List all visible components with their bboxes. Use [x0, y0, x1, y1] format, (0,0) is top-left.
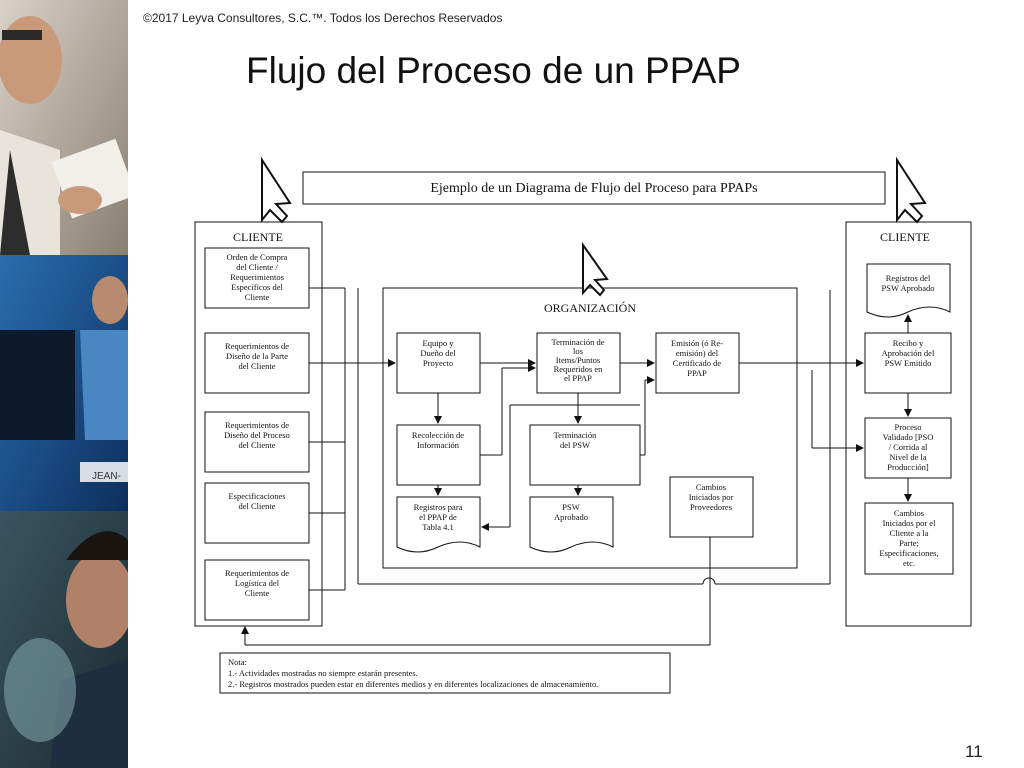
- svg-text:JEAN-: JEAN-: [92, 471, 121, 482]
- box-text: emisión) del: [676, 348, 719, 358]
- box-text: Producción]: [887, 462, 929, 472]
- box-text: Proyecto: [423, 358, 453, 368]
- box-text: Cliente a la: [890, 528, 929, 538]
- box-terminacion-psw: [529, 424, 641, 486]
- right-panel-title: CLIENTE: [880, 230, 930, 244]
- box-text: del Cliente: [238, 361, 275, 371]
- box-text: Terminación: [554, 430, 598, 440]
- left-panel-title: CLIENTE: [233, 230, 283, 244]
- box-text: Específicos del: [231, 282, 283, 292]
- box-text: PSW Emitido: [885, 358, 932, 368]
- box-text: Iniciados por: [689, 492, 734, 502]
- box-diseno-parte: [204, 332, 310, 394]
- box-text: del PSW: [560, 440, 590, 450]
- page-number: 11: [965, 742, 983, 761]
- box-text: Logística del: [235, 578, 280, 588]
- diagram-banner: [302, 171, 886, 205]
- box-text: los: [573, 346, 583, 356]
- banner-text: Ejemplo de un Diagrama de Flujo del Proc…: [430, 181, 757, 196]
- side-photos: JEAN-: [0, 0, 128, 768]
- note-box: [219, 652, 671, 694]
- box-text: Cliente: [245, 292, 270, 302]
- box-text: del Cliente: [238, 501, 275, 511]
- box-text: Requerimientos de: [225, 568, 289, 578]
- box-text: Requerimientos de: [225, 341, 289, 351]
- box-text: del Cliente /: [236, 262, 278, 272]
- box-text: Aprobado: [554, 512, 588, 522]
- box-text: Diseño de la Parte: [226, 351, 288, 361]
- box-text: del Cliente: [238, 440, 275, 450]
- box-text: el PPAP: [564, 373, 592, 383]
- box-text: Dueño del: [420, 348, 456, 358]
- box-text: Recolección de: [412, 430, 464, 440]
- box-text: Proceso: [895, 422, 922, 432]
- box-text: Recibo y: [893, 338, 924, 348]
- box-text: Requerimientos: [230, 272, 284, 282]
- box-text: el PPAP de: [419, 512, 457, 522]
- org-panel-title: ORGANIZACIÓN: [544, 301, 636, 315]
- box-text: Cambios: [894, 508, 924, 518]
- doc-registros-ppap: [396, 496, 481, 553]
- box-text: Orden de Compra: [227, 252, 288, 262]
- box-cambios-cliente: [864, 502, 954, 575]
- box-cambios-proveedores: [669, 476, 754, 538]
- doc-psw-aprobado: [529, 496, 614, 553]
- note-line-2: 2.- Registros mostrados pueden estar en …: [228, 679, 598, 689]
- box-text: Registros del: [886, 273, 931, 283]
- box-text: Registros para: [414, 502, 463, 512]
- slide-title: Flujo del Proceso de un PPAP: [246, 50, 741, 91]
- box-diseno-proceso: [204, 411, 310, 473]
- box-text: Certificado de: [673, 358, 722, 368]
- box-text: Nivel de la: [889, 452, 927, 462]
- doc-registros-psw: [866, 263, 951, 318]
- box-logistica: [204, 559, 310, 621]
- box-text: Cambios: [696, 482, 726, 492]
- side-photo-strip: JEAN-: [0, 0, 128, 768]
- box-orden-compra: [204, 247, 310, 309]
- box-text: Equipo y: [423, 338, 455, 348]
- box-text: Emisión (ó Re-: [671, 338, 723, 348]
- box-text: Terminación de: [552, 337, 605, 347]
- note-line-1: 1.- Actividades mostradas no siempre est…: [228, 668, 418, 678]
- box-text: Items/Puntos: [556, 355, 600, 365]
- box-text: Iniciados por el: [883, 518, 937, 528]
- box-text: PSW: [562, 502, 579, 512]
- copyright-text: ©2017 Leyva Consultores, S.C.™. Todos lo…: [143, 11, 503, 25]
- box-emision: [655, 332, 740, 394]
- box-text: Validado [PSO: [883, 432, 934, 442]
- box-text: Información: [417, 440, 460, 450]
- box-text: Proveedores: [690, 502, 732, 512]
- box-text: PSW Aprobado: [882, 283, 935, 293]
- box-text: Especificaciones: [228, 491, 285, 501]
- box-text: Requerimientos de: [225, 420, 289, 430]
- box-text: Aprobación del: [882, 348, 935, 358]
- box-recibo-aprobacion: [864, 332, 952, 394]
- box-text: etc.: [903, 558, 915, 568]
- box-text: Diseño del Proceso: [224, 430, 290, 440]
- box-text: Especificaciones,: [879, 548, 938, 558]
- note-title: Nota:: [228, 657, 247, 667]
- box-terminacion-items: [536, 332, 621, 394]
- box-text: Parte;: [899, 538, 919, 548]
- box-text: PPAP: [687, 368, 707, 378]
- cursor-icon: [261, 156, 927, 297]
- box-text: / Corrida al: [889, 442, 928, 452]
- box-text: Tabla 4.1: [422, 522, 454, 532]
- box-equipo: [396, 332, 481, 394]
- box-especificaciones: [204, 482, 310, 544]
- box-text: Requeridos en: [554, 364, 604, 374]
- box-text: Cliente: [245, 588, 270, 598]
